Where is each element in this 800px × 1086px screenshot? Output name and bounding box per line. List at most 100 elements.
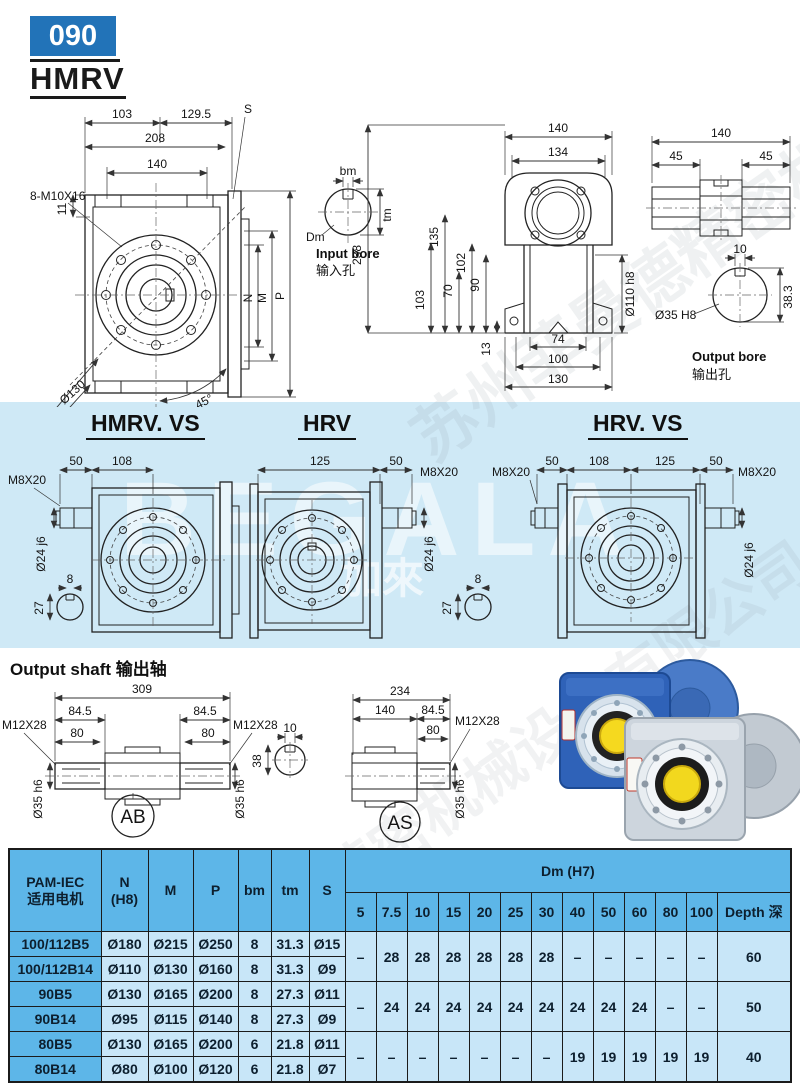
tm-cell: 27.3: [270, 981, 310, 1007]
variant-title-hrv-vs: HRV. VS: [588, 410, 688, 440]
s-cell: Ø11: [308, 981, 346, 1007]
col-header-n: N (H8): [100, 848, 149, 932]
thread-label: M8X20: [420, 465, 458, 479]
hrv-drawing: 125 50 M8X20 Ø24 j6 8 27: [249, 454, 492, 639]
dm-size-20: 20: [468, 892, 501, 932]
s-cell: Ø9: [308, 956, 346, 982]
p-cell: Ø120: [192, 1056, 239, 1083]
col-header-depth: Depth 深: [716, 892, 792, 932]
hrv-vs-drawing: M8X20 50 108 125 50 M8X20 Ø24 j6: [492, 454, 776, 639]
dim-135: 135: [427, 227, 441, 247]
s-cell: Ø11: [308, 1031, 346, 1057]
front-view-drawing: 103 129.5 208 140 S 11 N M P: [30, 102, 296, 407]
dim-108: 108: [589, 454, 609, 468]
input-bore-caption: Input bore: [316, 246, 380, 261]
dm-cell: –: [685, 931, 718, 982]
label-m: M: [255, 293, 269, 303]
input-bore-drawing: bm tm Dm Input bore 输入孔: [306, 164, 394, 278]
pam-iec-line2: 适用电机: [27, 890, 84, 907]
dim-100: 100: [548, 352, 568, 366]
divider: [30, 96, 126, 99]
depth-cell: 60: [716, 931, 792, 982]
dim-84-5-left: 84.5: [68, 704, 92, 718]
m-cell: Ø215: [147, 931, 194, 957]
dim-108: 108: [112, 454, 132, 468]
thread-label: M8X20: [8, 473, 46, 487]
dim-130: 130: [548, 372, 568, 386]
n-line2: (H8): [110, 890, 139, 907]
label-n: N: [241, 294, 255, 303]
key-height-27: 27: [32, 601, 46, 615]
dm-size-30: 30: [530, 892, 563, 932]
dim-50: 50: [389, 454, 403, 468]
m-cell: Ø100: [147, 1056, 194, 1083]
dm-cell: 24: [406, 981, 439, 1032]
dm-cell: 19: [623, 1031, 656, 1083]
model-cell: 80B14: [8, 1056, 102, 1083]
s-cell: Ø7: [308, 1056, 346, 1083]
s-cell: Ø9: [308, 1006, 346, 1032]
dm-cell: 28: [468, 931, 501, 982]
dm-cell: 19: [685, 1031, 718, 1083]
dia-35-h6: Ø35 h6: [453, 779, 467, 819]
product-photo: [559, 659, 800, 841]
dim-134: 134: [548, 145, 568, 159]
dim-103: 103: [413, 290, 427, 310]
dim-125: 125: [655, 454, 675, 468]
dim-50: 50: [69, 454, 83, 468]
variant-title-hrv: HRV: [298, 410, 357, 440]
dia-24-j6: Ø24 j6: [34, 536, 48, 572]
model-cell: 100/112B5: [8, 931, 102, 957]
thread-right: M12X28: [233, 718, 278, 732]
table-row: 80B5 Ø130 Ø165 Ø200 6 21.8 Ø11 – – – – –…: [8, 1031, 792, 1083]
pam-iec-line1: PAM-IEC: [26, 874, 85, 891]
m-cell: Ø130: [147, 956, 194, 982]
bolt-note: 8-M10X16: [30, 189, 86, 203]
dim-50-left: 50: [545, 454, 559, 468]
dim-50-right: 50: [709, 454, 723, 468]
tm-cell: 21.8: [270, 1031, 310, 1057]
dm-cell: –: [685, 981, 718, 1032]
dm-size-7-5: 7.5: [375, 892, 408, 932]
dm-cell: –: [375, 1031, 408, 1083]
dim-84-5-right: 84.5: [193, 704, 217, 718]
as-shaft-drawing: 234 140 84.5 M12X28 80 Ø35 h6 AS: [345, 684, 500, 843]
dim-11: 11: [55, 202, 69, 215]
dim-80: 80: [426, 723, 440, 737]
dm-size-100: 100: [685, 892, 718, 932]
tm-cell: 31.3: [270, 956, 310, 982]
dm-cell: 24: [499, 981, 532, 1032]
dim-208: 208: [145, 131, 165, 145]
dim-140: 140: [711, 126, 731, 140]
output-shaft-caption: Output shaft: [10, 660, 112, 679]
dm-size-10: 10: [406, 892, 439, 932]
dm-cell: –: [344, 981, 377, 1032]
dim-129-5: 129.5: [181, 107, 211, 121]
dm-cell: –: [468, 1031, 501, 1083]
dm-cell: 24: [561, 981, 594, 1032]
dim-80-right: 80: [201, 726, 215, 740]
dm-size-60: 60: [623, 892, 656, 932]
output-bore-caption: Output bore: [692, 349, 766, 364]
variant-title-hmrv-vs: HMRV. VS: [86, 410, 205, 440]
top-drawings: 103 129.5 208 140 S 11 N M P: [30, 102, 796, 407]
dim-13: 13: [479, 342, 493, 356]
variant-drawings: M8X20 50 108 Ø24 j6 8 27 1: [8, 454, 776, 639]
dim-80-left: 80: [70, 726, 84, 740]
thread-left: M12X28: [2, 718, 47, 732]
key-height-38: 38: [250, 754, 264, 768]
bm-cell: 8: [237, 931, 272, 957]
model-cell: 90B5: [8, 981, 102, 1007]
dm-cell: –: [561, 931, 594, 982]
dm-cell: 24: [623, 981, 656, 1032]
depth-cell: 50: [716, 981, 792, 1032]
label-s: S: [244, 102, 252, 116]
col-header-p: P: [192, 848, 239, 932]
variants-section-background: [0, 402, 800, 648]
bm-cell: 6: [237, 1031, 272, 1057]
dim-45-right: 45: [759, 149, 773, 163]
n-cell: Ø130: [100, 981, 149, 1007]
dm-cell: 28: [530, 931, 563, 982]
col-header-pam-iec: PAM-IEC 适用电机: [8, 848, 102, 932]
p-cell: Ø160: [192, 956, 239, 982]
